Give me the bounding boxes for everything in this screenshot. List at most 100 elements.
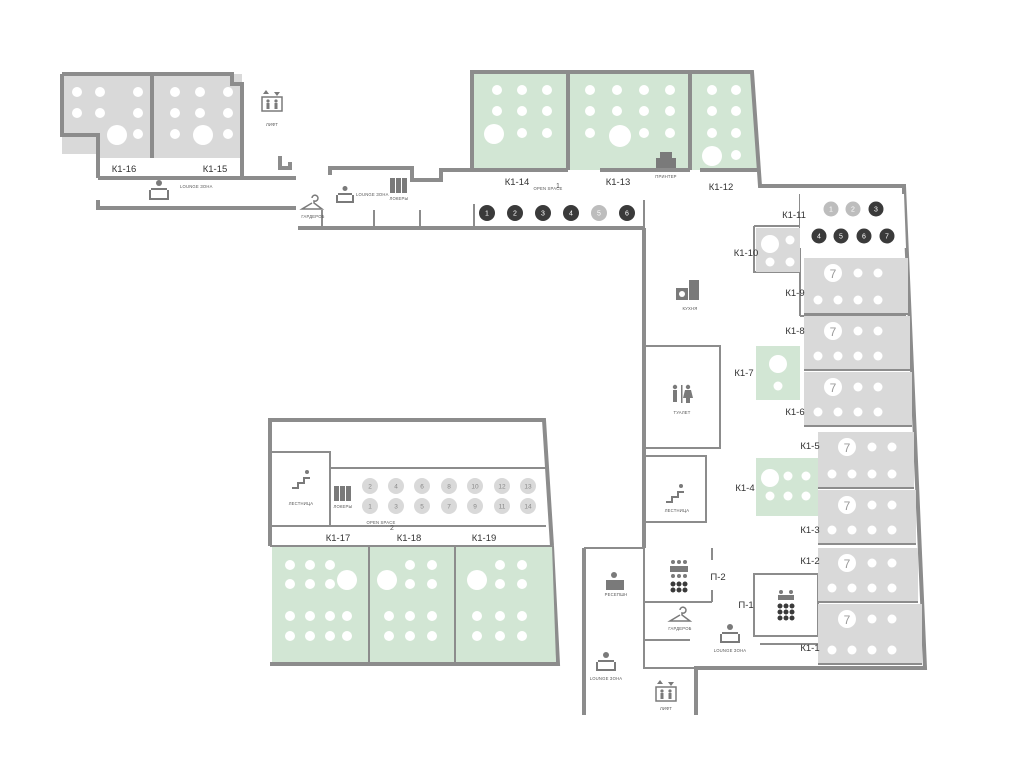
- office-k1-19[interactable]: [455, 546, 556, 662]
- label-lounge-top: LOUNGE ЗОНА: [180, 184, 213, 189]
- capacity-k1-16: 8: [114, 129, 121, 143]
- office-k1-12[interactable]: [690, 72, 758, 170]
- open-space-2-seat-14[interactable]: 14: [520, 498, 536, 514]
- open-space-2-seat-10[interactable]: 10: [467, 478, 483, 494]
- walls-top-corridor: [96, 156, 644, 230]
- open-space-1-seat-4[interactable]: 4: [563, 205, 579, 221]
- label-lift-bottom: ЛИФТ: [660, 706, 672, 711]
- capacity-k1-6: 7: [830, 381, 837, 395]
- open-space-2-seat-label: 3: [394, 504, 398, 511]
- open-space-2-seat-label: 13: [524, 484, 532, 491]
- open-space-1-seat-1-label: 1: [485, 210, 489, 217]
- open-space-2-seat-6[interactable]: 6: [414, 478, 430, 494]
- label-lift-top: ЛИФТ: [266, 122, 278, 127]
- label-k1-18: К1-18: [397, 533, 422, 544]
- label-k1-5: К1-5: [800, 441, 819, 452]
- elevator-icon: [261, 90, 283, 112]
- k1-11-seat-6-label: 6: [862, 233, 866, 240]
- seats-k1-13: [585, 85, 675, 147]
- capacity-k1-18: 12: [380, 574, 394, 588]
- open-space-2-seat-label: 12: [498, 484, 506, 491]
- open-space-2-seat-9[interactable]: 9: [467, 498, 483, 514]
- stairs-icon: [292, 470, 310, 489]
- capacity-k1-10: 4: [767, 238, 774, 252]
- open-space-2-seat-3[interactable]: 3: [388, 498, 404, 514]
- office-k1-2[interactable]: 7: [818, 548, 918, 603]
- open-space-1-seat-2-label: 2: [513, 210, 517, 217]
- open-space-2-number: 2: [390, 525, 394, 532]
- office-k1-6[interactable]: 7: [804, 372, 912, 427]
- open-space-2-seat-2[interactable]: 2: [362, 478, 378, 494]
- locker-icon: [334, 486, 351, 501]
- label-wardrobe-bottom: ГАРДЕРОБ: [668, 626, 691, 631]
- seats-k1-10: [761, 235, 795, 267]
- label-p-1: П-1: [738, 600, 753, 611]
- open-space-2-seat-label: 4: [394, 484, 398, 491]
- office-k1-4[interactable]: [756, 458, 818, 516]
- k1-11-seat-1[interactable]: 1: [823, 201, 839, 217]
- kitchen-icon: [676, 280, 699, 300]
- open-space-2-seat-label: 14: [524, 504, 532, 511]
- open-space-2-seat-label: 6: [420, 484, 424, 491]
- label-k1-14: К1-14: [505, 177, 530, 188]
- capacity-k1-13: 11: [614, 130, 627, 144]
- label-k1-15: К1-15: [203, 164, 228, 175]
- label-kitchen: КУХНЯ: [683, 306, 698, 311]
- hanger-icon: [667, 606, 693, 622]
- k1-11-seat-2[interactable]: 2: [845, 201, 861, 217]
- open-space-2-seat-7[interactable]: 7: [441, 498, 457, 514]
- label-open-space-1: OPEN SPACE: [534, 186, 563, 191]
- open-space-2-seat-label: 1: [368, 504, 372, 511]
- seats-k1-4: [761, 469, 811, 501]
- open-space-2-seat-label: 2: [368, 484, 372, 491]
- office-k1-5[interactable]: 7: [818, 432, 914, 489]
- label-printer: ПРИНТЕР: [655, 174, 676, 179]
- open-space-2-seat-13[interactable]: 13: [520, 478, 536, 494]
- office-k1-9[interactable]: 7: [804, 258, 908, 315]
- k1-11-seat-5[interactable]: 5: [833, 228, 849, 244]
- open-space-1-seat-6[interactable]: 6: [619, 205, 635, 221]
- elevator-icon: [655, 680, 677, 702]
- open-space-2-seat-12[interactable]: 12: [494, 478, 510, 494]
- seats-k1-17-19: [285, 560, 527, 641]
- open-space-2-seat-label: 11: [499, 504, 506, 511]
- open-space-2-seat-5[interactable]: 5: [414, 498, 430, 514]
- capacity-k1-8: 7: [830, 325, 837, 339]
- open-space-2-seat-4[interactable]: 4: [388, 478, 404, 494]
- label-lockers-top: ЛОКЕРЫ: [390, 196, 409, 201]
- label-lounge-mid: LOUNGE ЗОНА: [356, 192, 389, 197]
- open-space-2-seat-label: 10: [471, 484, 479, 491]
- open-space-1-seat-4-label: 4: [569, 210, 573, 217]
- k1-11-seat-2-label: 2: [851, 206, 855, 213]
- office-k1-1[interactable]: 7: [818, 604, 922, 665]
- k1-11-seat-6[interactable]: 6: [856, 228, 872, 244]
- toilet-icon: [672, 384, 693, 403]
- office-k1-10[interactable]: [756, 228, 800, 272]
- open-space-2-seat-label: 9: [473, 504, 477, 511]
- office-k1-8[interactable]: 7: [804, 316, 910, 371]
- capacity-k1-12: 8: [709, 150, 716, 164]
- label-stairs-right: ЛЕСТНИЦА: [665, 508, 690, 513]
- label-k1-3: К1-3: [800, 525, 819, 536]
- k1-11-seat-4[interactable]: 4: [811, 228, 827, 244]
- open-space-1-seat-1[interactable]: 1: [479, 205, 495, 221]
- label-k1-9: К1-9: [785, 288, 804, 299]
- label-k1-2: К1-2: [800, 556, 819, 567]
- open-space-2-seat-11[interactable]: 11: [494, 498, 510, 514]
- open-space-1-seat-3[interactable]: 3: [535, 205, 551, 221]
- label-k1-7: К1-7: [734, 368, 753, 379]
- open-space-2-seat-8[interactable]: 8: [441, 478, 457, 494]
- open-space-2-seat-1[interactable]: 1: [362, 498, 378, 514]
- k1-11-seat-7[interactable]: 7: [879, 228, 895, 244]
- armchair-icon: [149, 180, 169, 200]
- p1-seats: [777, 603, 795, 621]
- open-space-1-seat-2[interactable]: 2: [507, 205, 523, 221]
- armchair-icon: [336, 186, 354, 203]
- open-space-1-seat-5[interactable]: 5: [591, 205, 607, 221]
- capacity-k1-2: 7: [844, 557, 851, 571]
- k1-11-seat-3[interactable]: 3: [868, 201, 884, 217]
- office-k1-3[interactable]: 7: [818, 490, 916, 545]
- open-space-2-seat-label: 7: [447, 504, 451, 511]
